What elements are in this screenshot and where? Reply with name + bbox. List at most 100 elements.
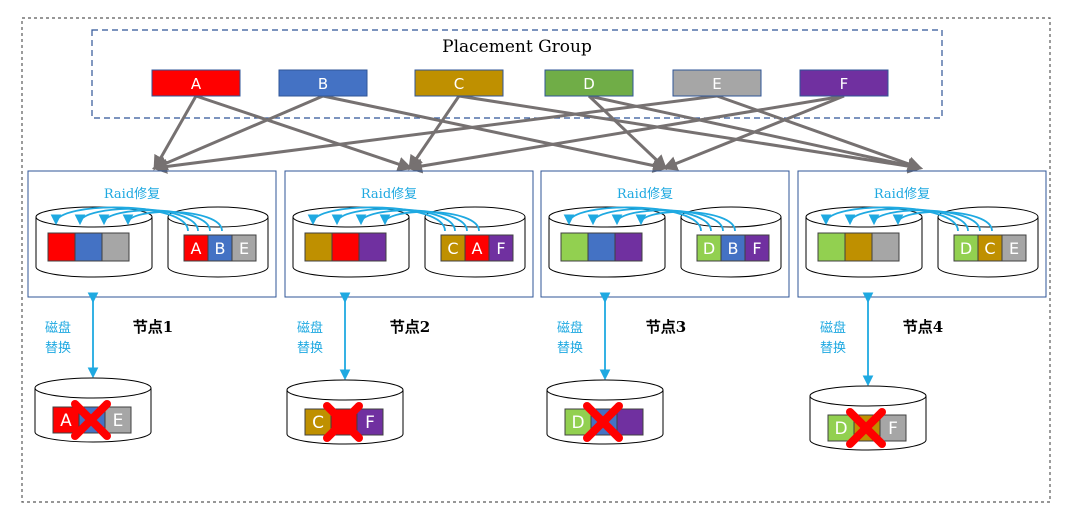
data-block-label: F bbox=[888, 419, 898, 439]
disk-replace-label-1: 磁盘 bbox=[820, 320, 846, 336]
data-block bbox=[47, 232, 76, 262]
pg-box-label: F bbox=[840, 75, 849, 93]
node-frame bbox=[284, 170, 534, 298]
raid-repair-label: Raid修复 bbox=[104, 187, 160, 202]
pg-box-label: D bbox=[583, 75, 595, 93]
pg-box-label: A bbox=[191, 75, 202, 93]
data-block: F bbox=[879, 414, 907, 442]
pg-arrow bbox=[662, 94, 845, 171]
data-block-label: D bbox=[960, 239, 972, 258]
data-block bbox=[817, 232, 846, 262]
raid-repair-label: Raid修复 bbox=[617, 187, 673, 202]
data-block-label: A bbox=[60, 411, 72, 431]
data-block: B bbox=[720, 234, 746, 262]
raid-repair-arcs bbox=[563, 206, 736, 232]
node-label: 节点2 bbox=[390, 318, 430, 336]
data-block-label: C bbox=[312, 413, 324, 433]
data-block: A bbox=[52, 406, 80, 434]
pg-box-b: B bbox=[278, 69, 368, 97]
placement-group-box bbox=[91, 29, 943, 119]
disk-replace-label-2: 替换 bbox=[820, 341, 846, 356]
raid-repair-arcs bbox=[307, 206, 480, 232]
data-block bbox=[871, 232, 900, 262]
data-block: E bbox=[104, 406, 132, 434]
data-block: A bbox=[464, 234, 490, 262]
data-block bbox=[587, 232, 616, 262]
data-block-label: B bbox=[728, 239, 739, 258]
raid-repair-label: Raid修复 bbox=[361, 187, 417, 202]
disk-replace-label-1: 磁盘 bbox=[557, 320, 583, 336]
data-block-label: F bbox=[496, 239, 505, 258]
pg-box-label: C bbox=[454, 75, 464, 93]
data-block: B bbox=[207, 234, 233, 262]
data-block bbox=[616, 408, 644, 436]
disk-replace-label-1: 磁盘 bbox=[297, 320, 323, 336]
pg-arrow bbox=[152, 94, 718, 174]
data-block: C bbox=[440, 234, 466, 262]
failure-cross-icon bbox=[583, 402, 623, 442]
data-block: D bbox=[827, 414, 855, 442]
data-block: C bbox=[977, 234, 1003, 262]
node-frame bbox=[797, 170, 1047, 298]
data-block-label: E bbox=[113, 411, 124, 431]
pg-box-c: C bbox=[414, 69, 504, 97]
raid-disk-left bbox=[35, 206, 153, 278]
node-label: 节点3 bbox=[646, 318, 686, 336]
node-label: 节点1 bbox=[133, 318, 173, 336]
data-block-label: D bbox=[703, 239, 715, 258]
node-frame bbox=[27, 170, 277, 298]
data-block: D bbox=[564, 408, 592, 436]
node-frame bbox=[540, 170, 790, 298]
pg-boxes: A B C D E F bbox=[151, 69, 889, 97]
data-block bbox=[560, 232, 589, 262]
data-block: E bbox=[231, 234, 257, 262]
pg-arrow bbox=[407, 94, 845, 174]
data-block-label: F bbox=[752, 239, 761, 258]
data-block-label: D bbox=[834, 419, 847, 439]
placement-group-title: Placement Group bbox=[442, 37, 592, 57]
data-block-label: D bbox=[571, 413, 584, 433]
pg-arrow bbox=[322, 94, 668, 173]
data-block: E bbox=[1001, 234, 1027, 262]
pg-arrow bbox=[716, 94, 923, 172]
data-block bbox=[331, 232, 360, 262]
data-block: C bbox=[304, 408, 332, 436]
pg-box-f: F bbox=[799, 69, 889, 97]
data-block bbox=[614, 232, 643, 262]
disk-replace-label-2: 替换 bbox=[45, 341, 71, 356]
data-block: A bbox=[183, 234, 209, 262]
pg-arrow bbox=[153, 95, 198, 171]
data-block-label: B bbox=[215, 239, 226, 258]
data-block: D bbox=[696, 234, 722, 262]
node-label: 节点4 bbox=[903, 318, 943, 336]
data-block-label: C bbox=[984, 239, 995, 258]
pg-box-e: E bbox=[672, 69, 762, 97]
data-block-label: F bbox=[365, 413, 375, 433]
raid-disk-left bbox=[548, 206, 666, 278]
pg-arrow bbox=[458, 94, 923, 174]
data-block bbox=[304, 232, 333, 262]
data-block-label: C bbox=[447, 239, 458, 258]
failed-disk: D bbox=[546, 379, 664, 445]
data-block bbox=[74, 232, 103, 262]
pg-arrow bbox=[152, 94, 324, 171]
failure-cross-icon bbox=[323, 402, 363, 442]
failure-cross-icon bbox=[71, 400, 111, 440]
pg-box-a: A bbox=[151, 69, 241, 97]
pg-box-d: D bbox=[544, 69, 634, 97]
data-block: F bbox=[744, 234, 770, 262]
disk-replace-label-2: 替换 bbox=[297, 341, 323, 356]
pg-box-label: E bbox=[712, 75, 721, 93]
pg-arrows bbox=[152, 94, 923, 174]
disk-replace-label-2: 替换 bbox=[557, 341, 583, 356]
